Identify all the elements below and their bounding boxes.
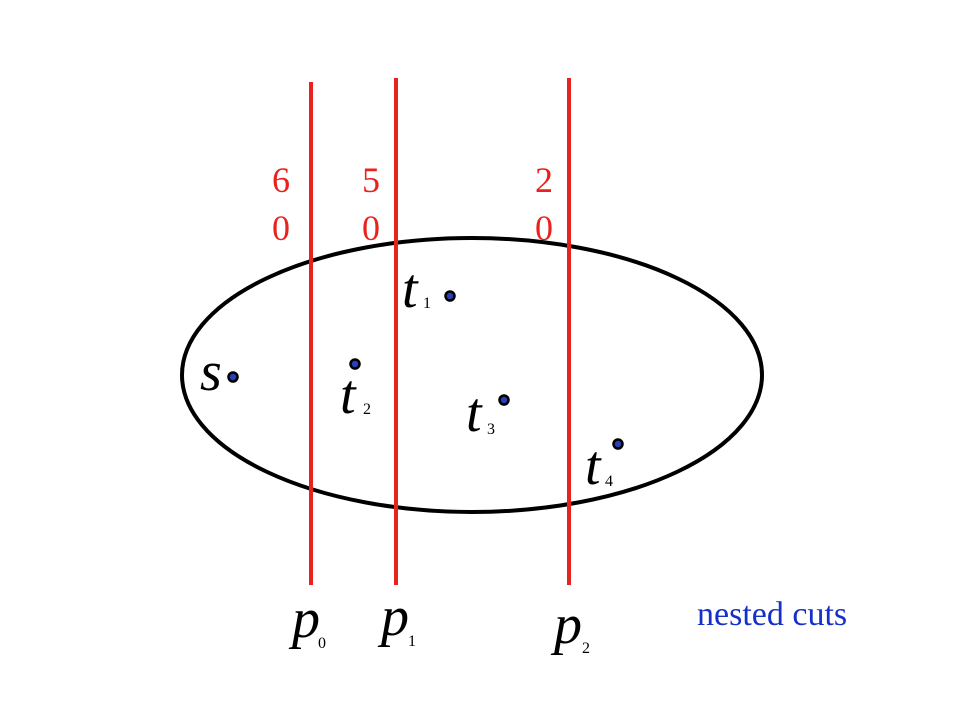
node-t3-marker [498, 394, 510, 406]
vertex-set-ellipse [180, 236, 764, 514]
cut-p2-subscript: 2 [582, 640, 590, 657]
node-t2-subscript: 2 [363, 401, 371, 418]
cut-p0-capacity-digit-2: 0 [272, 208, 290, 248]
node-t3-label: t [466, 382, 483, 444]
cut-p0-capacity-digit-1: 6 [272, 160, 290, 200]
node-t1-subscript: 1 [423, 295, 431, 312]
cut-p2-label: p [550, 594, 582, 656]
node-s-label: s [200, 341, 222, 403]
cut-p0-subscript: 0 [318, 635, 326, 652]
cut-p0-label: p [288, 588, 320, 650]
node-t1-marker [444, 290, 456, 302]
node-t3-subscript: 3 [487, 421, 495, 438]
node-t2-marker [349, 358, 361, 370]
node-t4-subscript: 4 [605, 473, 613, 490]
cut-p1-capacity-digit-2: 0 [362, 208, 380, 248]
node-t2-label: t [340, 364, 357, 426]
diagram-caption: nested cuts [697, 596, 847, 633]
node-t1-label: t [402, 258, 419, 320]
node-s-marker [227, 371, 239, 383]
node-t4-label: t [585, 435, 602, 497]
cut-p1-label: p [377, 586, 409, 648]
cut-p1-subscript: 1 [408, 633, 416, 650]
cut-p2-capacity-digit-2: 0 [535, 208, 553, 248]
node-t4-marker [612, 438, 624, 450]
cut-p2-capacity-digit-1: 2 [535, 160, 553, 200]
cut-p1-capacity-digit-1: 5 [362, 160, 380, 200]
